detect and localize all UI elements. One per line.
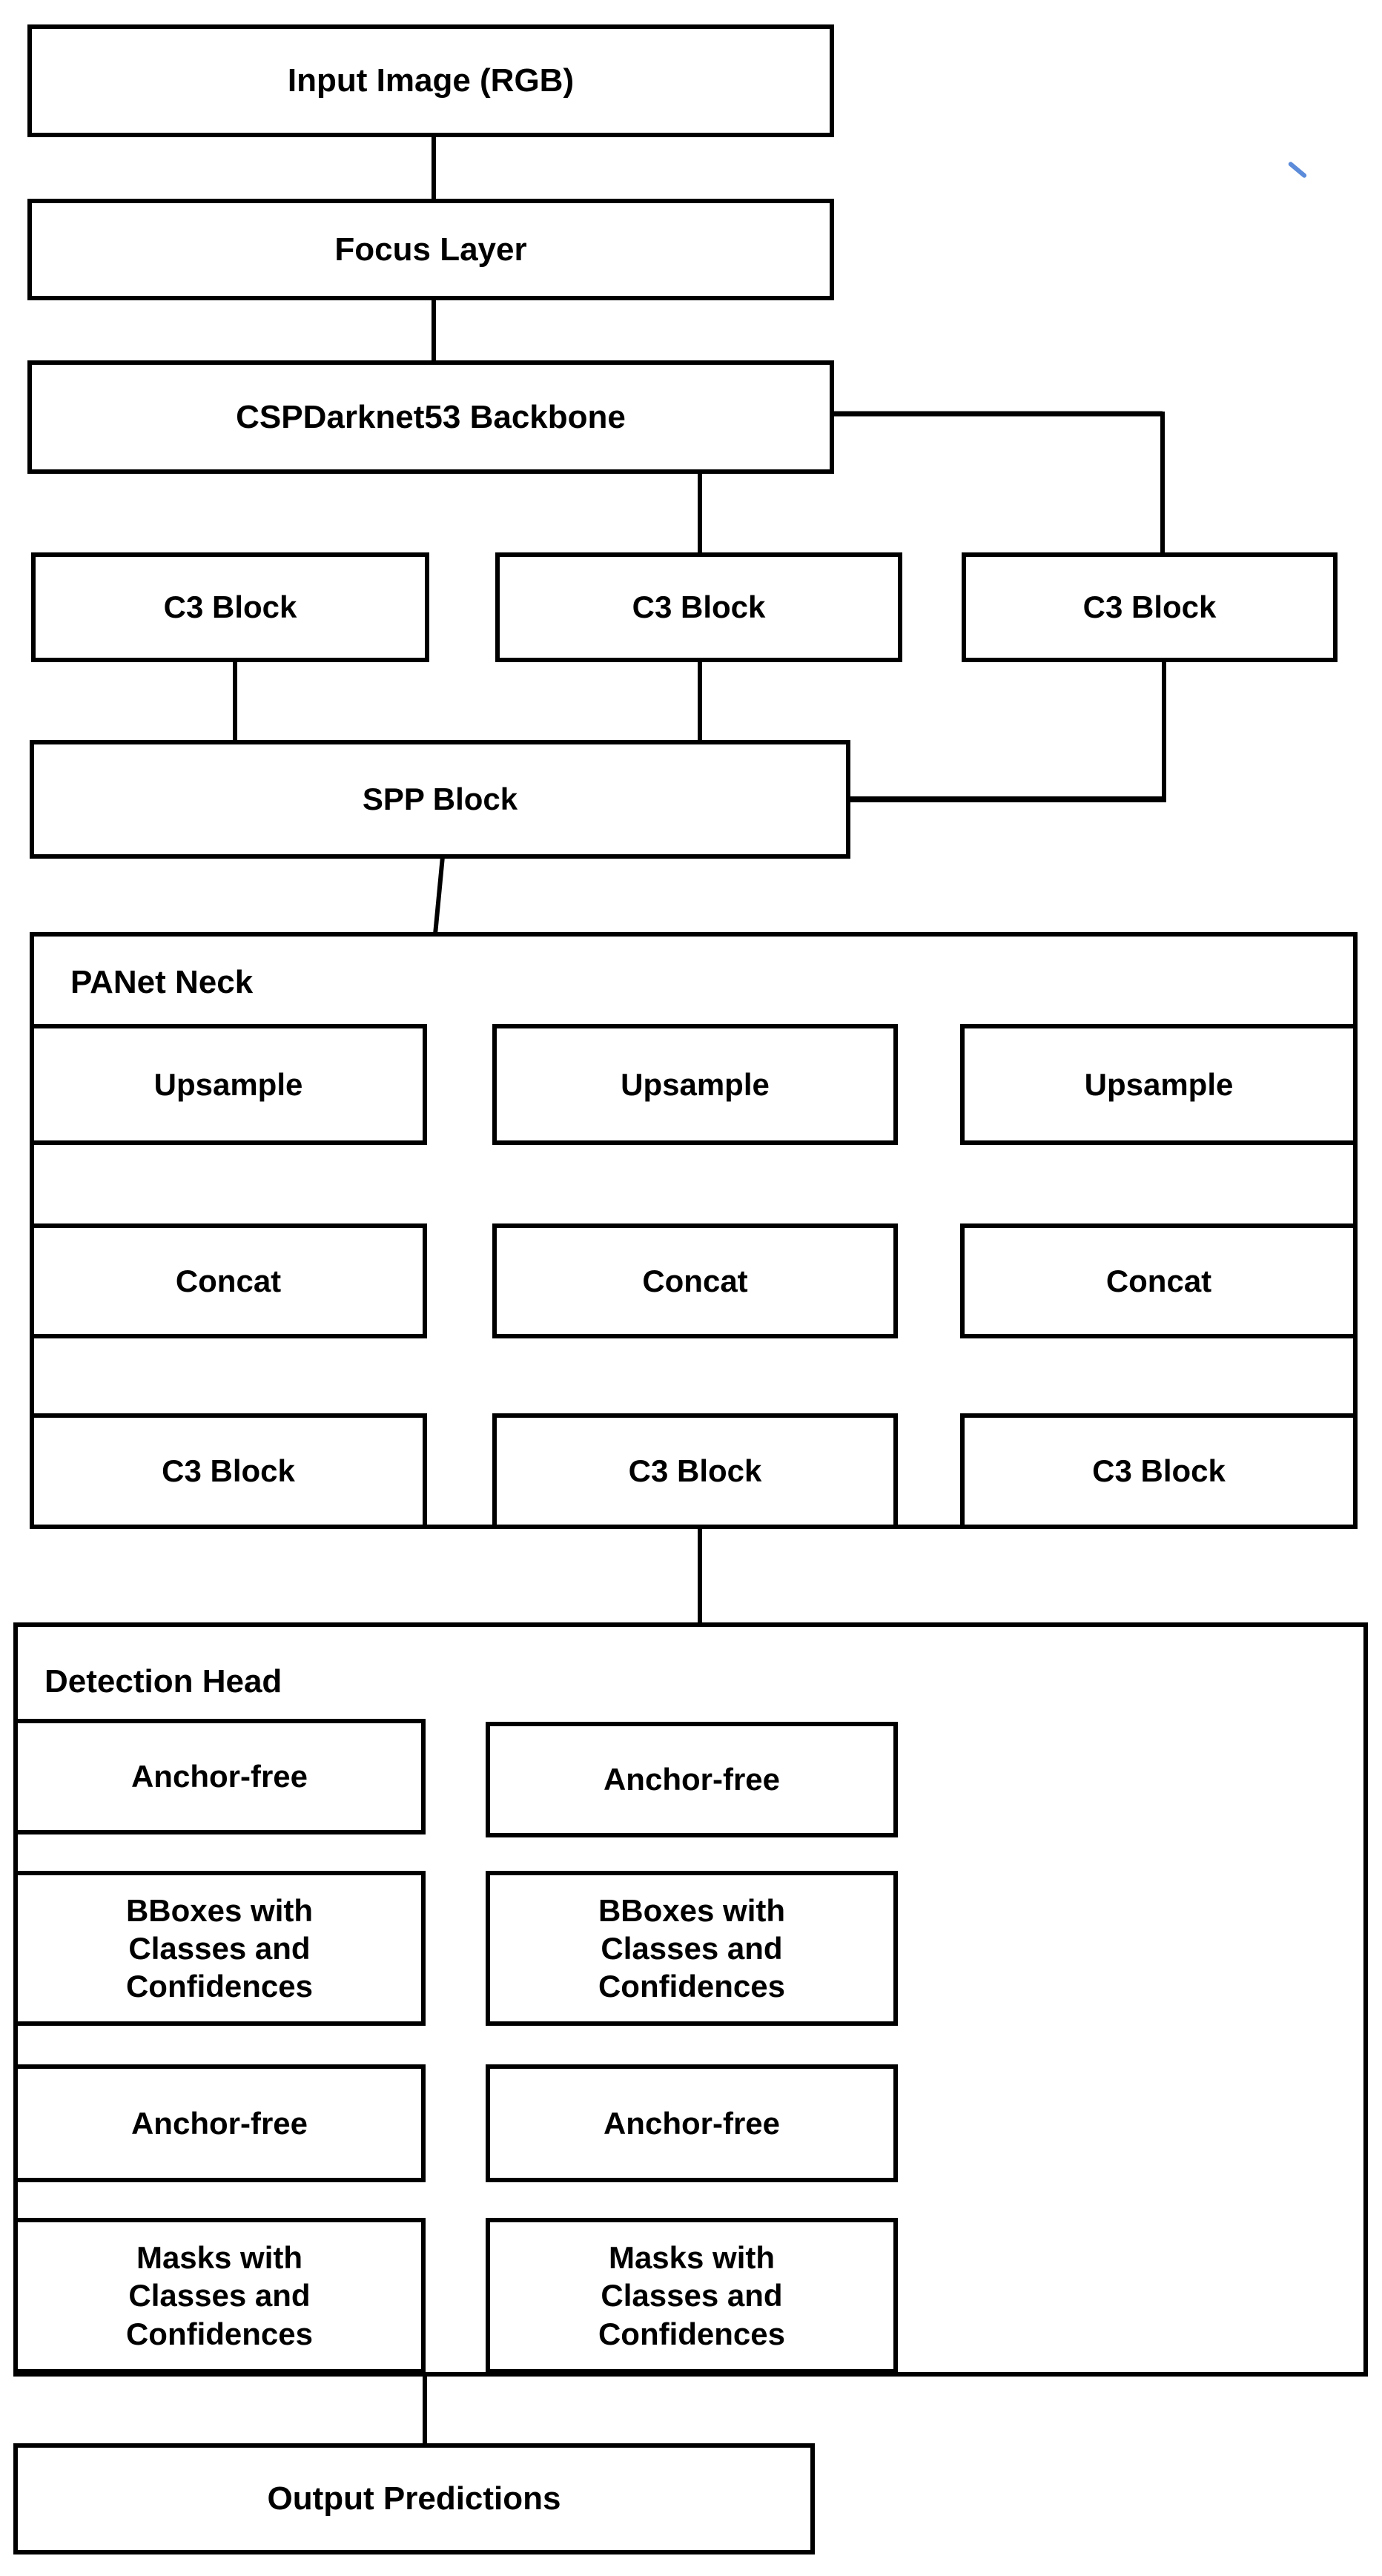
anchor-free-mask-node-2-label: Anchor-free [603, 2105, 781, 2141]
concat-node-2: Concat [492, 1223, 898, 1338]
input-image-label: Input Image (RGB) [287, 62, 575, 99]
backbone-c3-block-3: C3 Block [962, 552, 1338, 662]
masks-output-node-2: Masks with Classes and Confidences [486, 2218, 898, 2374]
backbone-c3-block-2: C3 Block [495, 552, 902, 662]
stray-blue-mark [1287, 161, 1308, 179]
concat-node-2-label: Concat [642, 1263, 748, 1298]
bboxes-output-node-1-label: BBoxes with Classes and Confidences [125, 1892, 314, 2004]
neck-c3-block-2: C3 Block [492, 1413, 898, 1529]
bboxes-output-node-1: BBoxes with Classes and Confidences [13, 1871, 426, 2026]
neck-c3-block-3: C3 Block [960, 1413, 1358, 1529]
backbone-node: CSPDarknet53 Backbone [27, 360, 834, 474]
bboxes-output-node-2: BBoxes with Classes and Confidences [486, 1871, 898, 2026]
bboxes-output-node-2-label: BBoxes with Classes and Confidences [598, 1892, 786, 2004]
masks-output-node-1-label: Masks with Classes and Confidences [125, 2240, 314, 2351]
detection-head-label: Detection Head [44, 1663, 282, 1700]
output-predictions-node: Output Predictions [13, 2443, 815, 2554]
neck-c3-block-1: C3 Block [30, 1413, 427, 1529]
anchor-free-mask-node-1: Anchor-free [13, 2064, 426, 2182]
anchor-free-mask-node-2: Anchor-free [486, 2064, 898, 2182]
neck-c3-block-1-label: C3 Block [162, 1453, 295, 1489]
neck-c3-block-2-label: C3 Block [628, 1453, 762, 1489]
concat-node-1: Concat [30, 1223, 427, 1338]
backbone-label: CSPDarknet53 Backbone [236, 398, 626, 435]
upsample-node-3-label: Upsample [1084, 1066, 1234, 1102]
anchor-free-bbox-node-2: Anchor-free [486, 1722, 898, 1837]
upsample-node-1-label: Upsample [153, 1066, 303, 1102]
input-image-node: Input Image (RGB) [27, 24, 834, 137]
upsample-node-1: Upsample [30, 1024, 427, 1145]
panet-neck-label: PANet Neck [70, 964, 254, 1000]
backbone-c3-block-1-label: C3 Block [163, 589, 297, 625]
concat-node-1-label: Concat [175, 1263, 282, 1298]
masks-output-node-1: Masks with Classes and Confidences [13, 2218, 426, 2374]
neck-c3-block-3-label: C3 Block [1092, 1453, 1226, 1489]
anchor-free-bbox-node-1-label: Anchor-free [130, 1759, 308, 1794]
backbone-c3-block-3-label: C3 Block [1082, 589, 1217, 625]
anchor-free-mask-node-1-label: Anchor-free [130, 2105, 308, 2141]
spp-block-node: SPP Block [30, 740, 850, 859]
connector-spp-panet [433, 856, 445, 935]
upsample-node-2: Upsample [492, 1024, 898, 1145]
anchor-free-bbox-node-2-label: Anchor-free [603, 1762, 781, 1797]
anchor-free-bbox-node-1: Anchor-free [13, 1719, 426, 1834]
upsample-node-2-label: Upsample [621, 1066, 770, 1102]
spp-block-label: SPP Block [362, 782, 518, 817]
concat-node-3-label: Concat [1105, 1263, 1212, 1298]
backbone-c3-block-1: C3 Block [31, 552, 429, 662]
concat-node-3: Concat [960, 1223, 1358, 1338]
focus-layer-node: Focus Layer [27, 199, 834, 300]
upsample-node-3: Upsample [960, 1024, 1358, 1145]
masks-output-node-2-label: Masks with Classes and Confidences [598, 2240, 786, 2351]
output-predictions-label: Output Predictions [267, 2480, 561, 2517]
focus-layer-label: Focus Layer [334, 231, 527, 268]
backbone-c3-block-2-label: C3 Block [632, 589, 766, 625]
